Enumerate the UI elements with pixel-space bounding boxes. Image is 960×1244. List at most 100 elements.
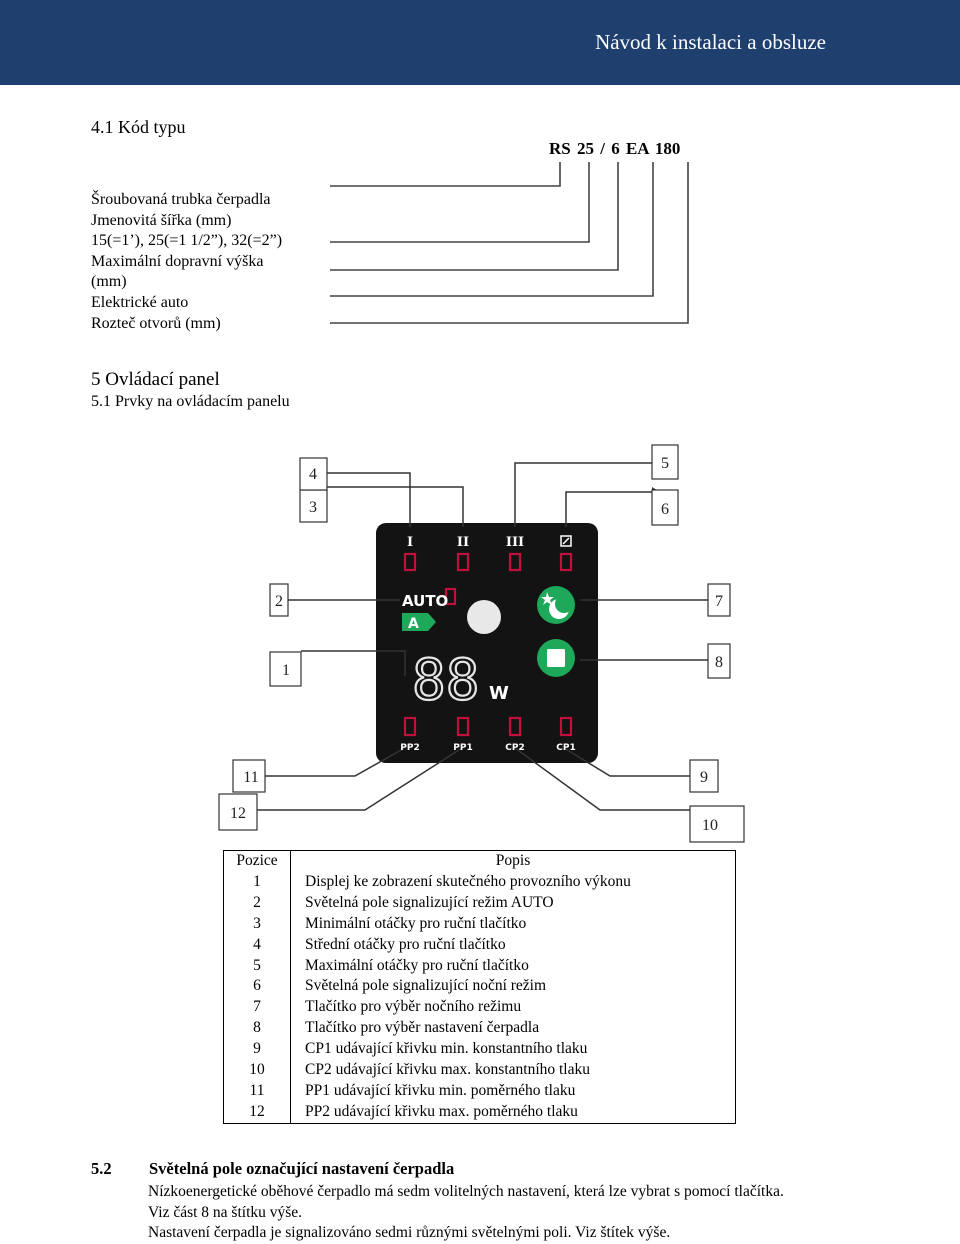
label-pp1: PP1 (453, 743, 472, 753)
header-popis: Popis (495, 852, 531, 869)
callout-7: 7 (715, 593, 723, 610)
label-cp1: CP1 (556, 743, 575, 753)
callout-4: 4 (309, 466, 317, 483)
cell-position: 4 (223, 934, 291, 956)
auto-label: AUTO (402, 592, 448, 610)
cell-description: PP1 udávající křivku min. poměrného tlak… (305, 1081, 576, 1099)
type-code-descriptions: Šroubovaná trubka čerpadla Jmenovitá šíř… (91, 190, 282, 334)
callout-6: 6 (661, 501, 669, 518)
night-indicator-icon (560, 535, 572, 547)
led-cp2 (508, 716, 522, 737)
callout-2: 2 (275, 593, 283, 610)
code-description-line: Maximální dopravní výška (91, 252, 264, 270)
table-row: 6 Světelná pole signalizující noční režim (223, 976, 736, 998)
auto-badge-label: A (408, 616, 419, 632)
led-speed-1 (403, 552, 417, 572)
cell-position: 8 (223, 1018, 291, 1040)
auto-badge-arrow (402, 613, 436, 631)
section-5-2-heading: 5.2 Světelná pole označující nastavení če… (91, 1159, 454, 1179)
section-5-2-number: 5.2 (91, 1159, 112, 1178)
callout-8: 8 (715, 654, 723, 671)
section-5-2-title: Světelná pole označující nastavení čerpa… (149, 1159, 455, 1178)
cell-description: Světelná pole signalizující noční režim (305, 977, 547, 995)
section-5-1-heading: 5.1 Prvky na ovládacím panelu (91, 393, 290, 410)
led-pp2 (403, 716, 417, 737)
cell-description: Střední otáčky pro ruční tlačítko (305, 935, 506, 953)
table-row: 9 CP1 udávající křivku min. konstantního … (223, 1039, 736, 1061)
table-row: 10 CP2 udávající křivku max. konstantního… (223, 1060, 736, 1081)
header-bar: Návod k instalaci a obsluze (0, 0, 960, 85)
stop-square-icon (547, 649, 565, 667)
callout-3: 3 (309, 499, 317, 516)
table-row: 4 Střední otáčky pro ruční tlačítko (223, 934, 736, 956)
cell-position: 7 (223, 997, 291, 1019)
table-row: 11 PP1 udávající křivku min. poměrného tl… (223, 1080, 736, 1102)
power-display-unit: W (489, 683, 509, 704)
led-speed-3 (508, 552, 522, 572)
label-cp2: CP2 (505, 743, 524, 753)
cell-description: Maximální otáčky pro ruční tlačítko (305, 956, 529, 974)
callout-9: 9 (700, 769, 708, 786)
label-pp2: PP2 (400, 743, 419, 753)
cell-position: 9 (223, 1039, 291, 1061)
control-panel-body (376, 523, 598, 763)
mode-label-1: I (407, 535, 413, 550)
code-description-line: Rozteč otvorů (mm) (91, 314, 221, 332)
paragraph-line: Nastavení čerpadla je signalizováno sedm… (148, 1224, 671, 1241)
section-4-1-heading: 4.1 Kód typu (91, 117, 186, 137)
cell-description: Displej ke zobrazení skutečného provozní… (305, 872, 631, 890)
code-description-line: (mm) (91, 273, 127, 291)
table-row: 1 Displej ke zobrazení skutečného provozn… (223, 871, 736, 893)
table-header-row: Pozice Popis (223, 850, 736, 872)
paragraph-line: Nízkoenergetické oběhové čerpadlo má sed… (148, 1183, 784, 1200)
mode-label-2: II (457, 535, 469, 550)
cell-position: 10 (223, 1060, 291, 1081)
section-5-heading: 5 Ovládací panel (91, 369, 220, 390)
moon-star-icon (541, 592, 573, 619)
callout-1: 1 (282, 662, 290, 679)
table-row: 12 PP2 udávající křivku max. poměrného tl… (223, 1101, 736, 1124)
paragraph-line: Viz část 8 na štítku výše. (148, 1203, 303, 1221)
header-title: Návod k instalaci a obsluze (595, 30, 826, 54)
callout-12: 12 (230, 805, 246, 822)
cell-description: CP2 udávající křivku max. konstantního t… (305, 1061, 590, 1079)
callout-5: 5 (661, 455, 669, 472)
led-cp1 (559, 716, 573, 737)
table-row: 8 Tlačítko pro výběr nastavení čerpadla (223, 1018, 736, 1040)
led-night (559, 552, 573, 572)
cell-position: 3 (223, 913, 291, 935)
led-speed-2 (456, 552, 470, 572)
cell-position: 6 (223, 976, 291, 998)
cell-description: Tlačítko pro výběr nastavení čerpadla (305, 1019, 540, 1037)
cell-description: Světelná pole signalizující režim AUTO (305, 893, 554, 911)
cell-description: Minimální otáčky pro ruční tlačítko (305, 914, 527, 932)
panel-elements-table: Pozice Popis 1 Displej ke zobrazení skute… (223, 850, 736, 1124)
table-row: 7 Tlačítko pro výběr nočního režimu (223, 997, 736, 1019)
cell-description: Tlačítko pro výběr nočního režimu (305, 998, 522, 1016)
table-row: 5 Maximální otáčky pro ruční tlačítko (223, 955, 736, 977)
table-row: 2 Světelná pole signalizující režim AUTO (223, 892, 736, 914)
cell-description: PP2 udávající křivku max. poměrného tlak… (305, 1102, 578, 1120)
cell-position: 11 (223, 1080, 291, 1102)
table-row: 3 Minimální otáčky pro ruční tlačítko (223, 913, 736, 935)
callout-11: 11 (243, 769, 258, 786)
callout-10: 10 (702, 817, 718, 834)
header-pozice: Pozice (223, 850, 291, 872)
cell-position: 5 (223, 955, 291, 977)
power-display-digits: 88 (412, 648, 479, 713)
type-code: RS 25 / 6 EA 180 (549, 139, 681, 158)
cell-description: CP1 udávající křivku min. konstantního t… (305, 1040, 588, 1058)
section-5-2-text: Nízkoenergetické oběhové čerpadlo má sed… (148, 1182, 784, 1244)
cell-position: 12 (223, 1101, 291, 1124)
round-button (467, 600, 501, 634)
code-description-line: Elektrické auto (91, 293, 189, 311)
code-description-line: Jmenovitá šířka (mm) (91, 211, 232, 229)
code-description-line: 15(=1’), 25(=1 1/2”), 32(=2”) (91, 232, 283, 250)
cell-position: 2 (223, 892, 291, 914)
code-description-line: Šroubovaná trubka čerpadla (91, 191, 271, 208)
cell-position: 1 (223, 871, 291, 893)
mode-label-3: III (506, 535, 524, 550)
led-auto (444, 587, 457, 606)
